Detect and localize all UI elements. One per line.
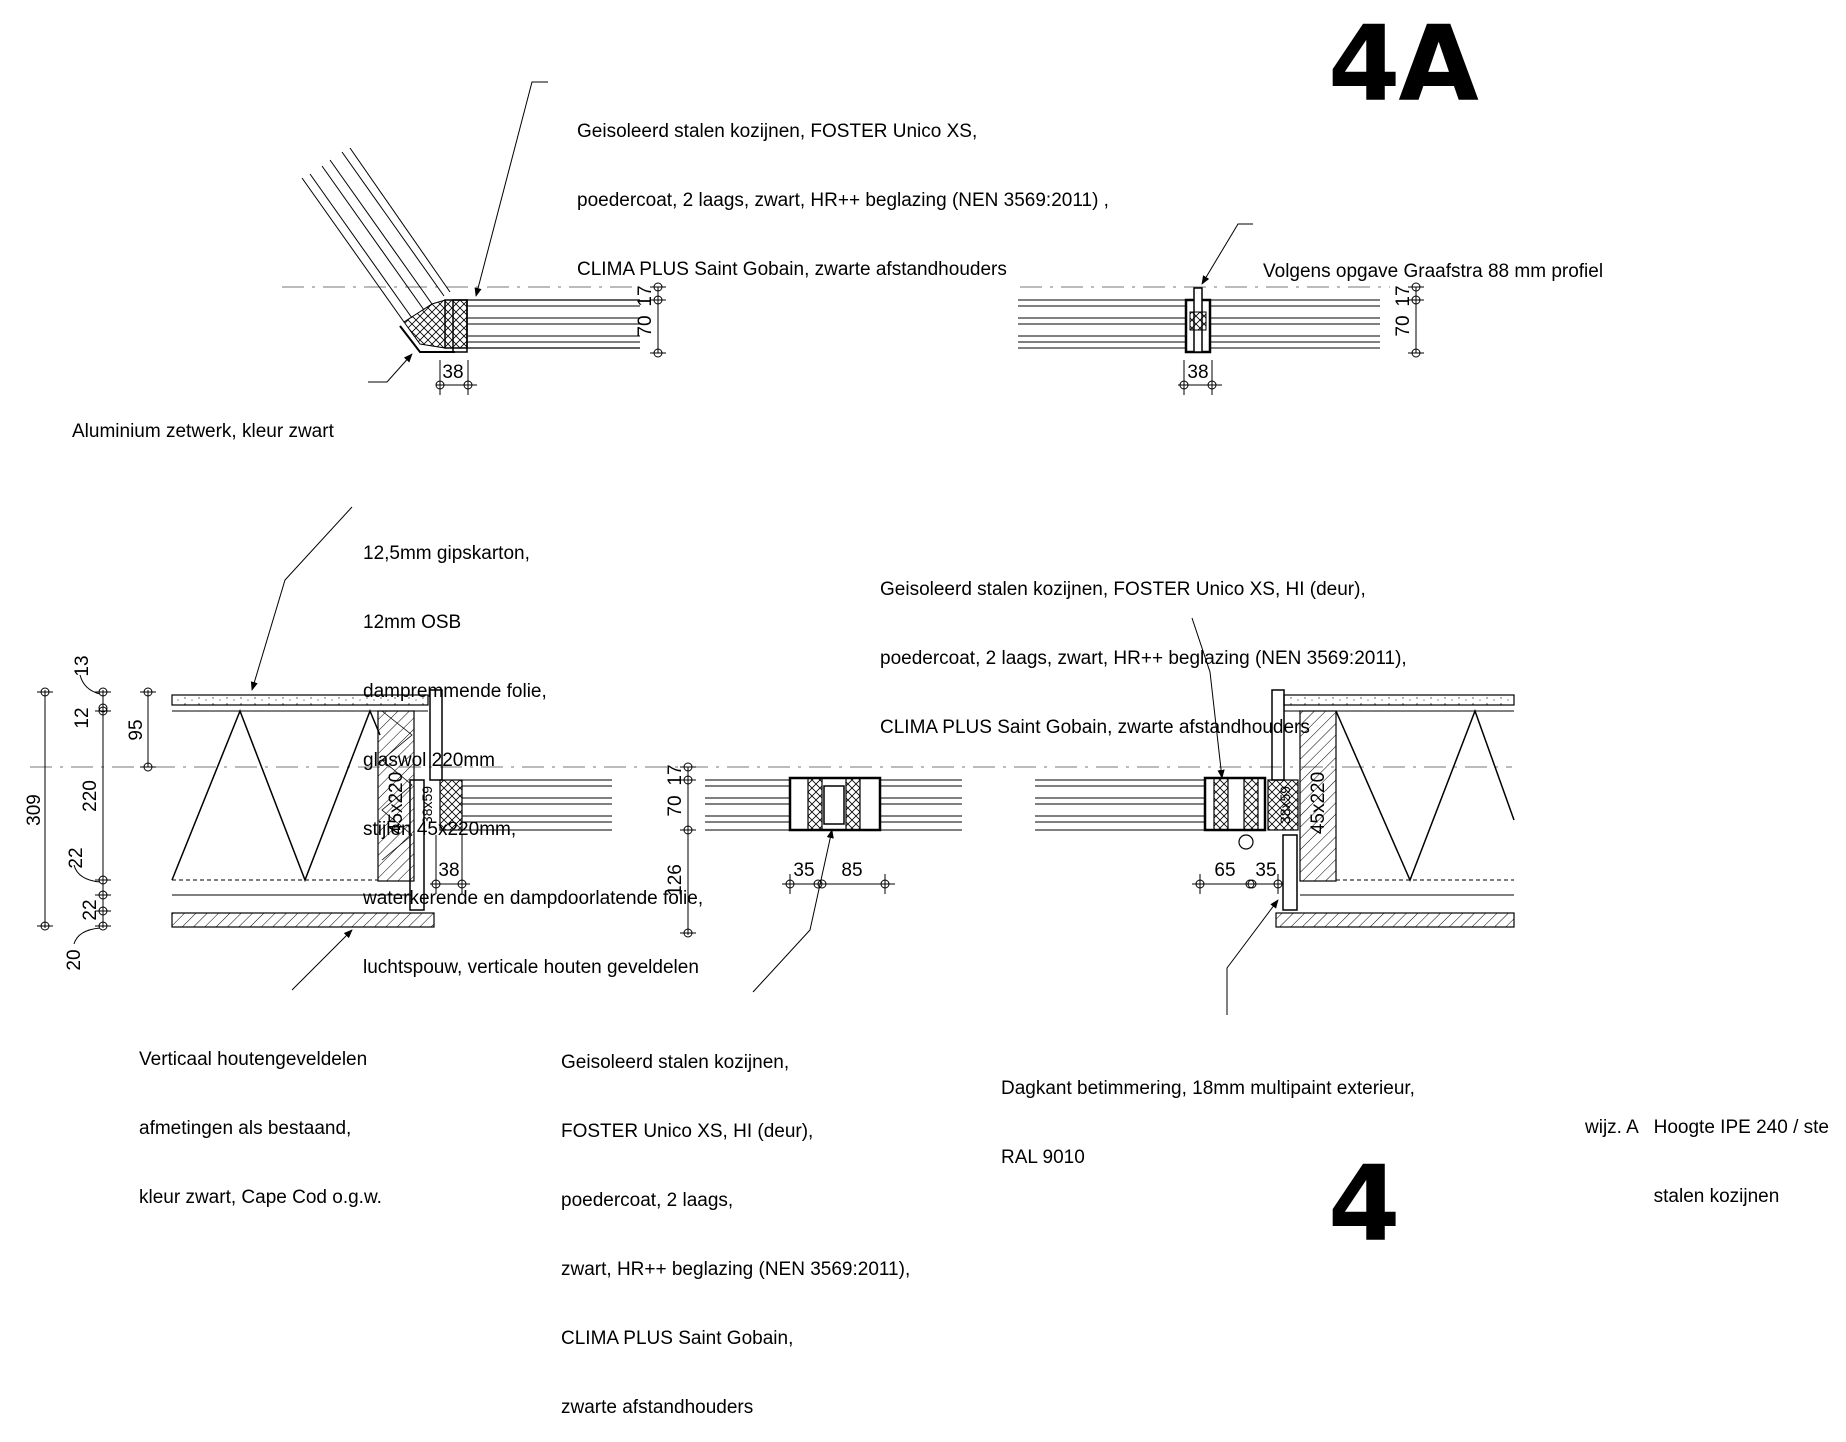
- note-mid-frame: Geisoleerd stalen kozijnen, FOSTER Unico…: [880, 579, 1407, 738]
- sheet-label-4a: 4A: [1328, 3, 1479, 125]
- detail-top-left: [282, 81, 666, 395]
- dim-center-85: 85: [841, 860, 862, 881]
- detail-top-right: [1018, 223, 1424, 395]
- dim-top-right-38: 38: [1187, 362, 1208, 383]
- note-bottom-frame: Geisoleerd stalen kozijnen, FOSTER Unico…: [561, 1052, 911, 1418]
- note-cladding: Verticaal houtengeveldelen afmetingen al…: [139, 1049, 382, 1208]
- dim-top-left-70: 70: [635, 315, 656, 336]
- note-top-alu: Aluminium zetwerk, kleur zwart: [72, 421, 334, 442]
- dim-12: 12: [72, 707, 93, 728]
- section-drawing: 17 70 38 17 70 38: [24, 81, 1515, 1015]
- dim-309: 309: [24, 794, 45, 826]
- dim-center-70: 70: [665, 795, 686, 816]
- dim-22b: 22: [80, 899, 101, 920]
- dim-13: 13: [72, 655, 93, 676]
- dim-left-38x59: 38x59: [419, 786, 435, 824]
- note-revision: wijz. A Hoogte IPE 240 / ste stalen kozi…: [1585, 1117, 1829, 1207]
- dim-right-65: 65: [1214, 860, 1235, 881]
- dim-left-38: 38: [438, 860, 459, 881]
- note-top-profile: Volgens opgave Graafstra 88 mm profiel: [1263, 261, 1604, 282]
- dim-right-35: 35: [1255, 860, 1276, 881]
- dim-95: 95: [126, 719, 147, 740]
- dim-20: 20: [64, 949, 85, 970]
- note-wall-build: 12,5mm gipskarton, 12mm OSB dampremmende…: [363, 543, 704, 978]
- note-top-frame: Geisoleerd stalen kozijnen, FOSTER Unico…: [577, 121, 1109, 280]
- dim-right-38x59: 38x59: [1277, 786, 1293, 824]
- dim-top-left-38: 38: [442, 362, 463, 383]
- dim-top-right-17: 17: [1393, 285, 1414, 306]
- dim-center-17: 17: [665, 764, 686, 785]
- dim-center-126: 126: [665, 864, 686, 896]
- dim-top-right-70: 70: [1393, 315, 1414, 336]
- note-dagkant: Dagkant betimmering, 18mm multipaint ext…: [1001, 1078, 1415, 1168]
- dim-top-left-17: 17: [635, 285, 656, 306]
- dim-center-35: 35: [793, 860, 814, 881]
- dim-22a: 22: [66, 847, 87, 868]
- dim-220: 220: [80, 780, 101, 812]
- detail-bottom: [30, 506, 1515, 1015]
- dim-right-45x220: 45x220: [1308, 772, 1329, 834]
- dim-left-45x220: 45x220: [386, 772, 407, 834]
